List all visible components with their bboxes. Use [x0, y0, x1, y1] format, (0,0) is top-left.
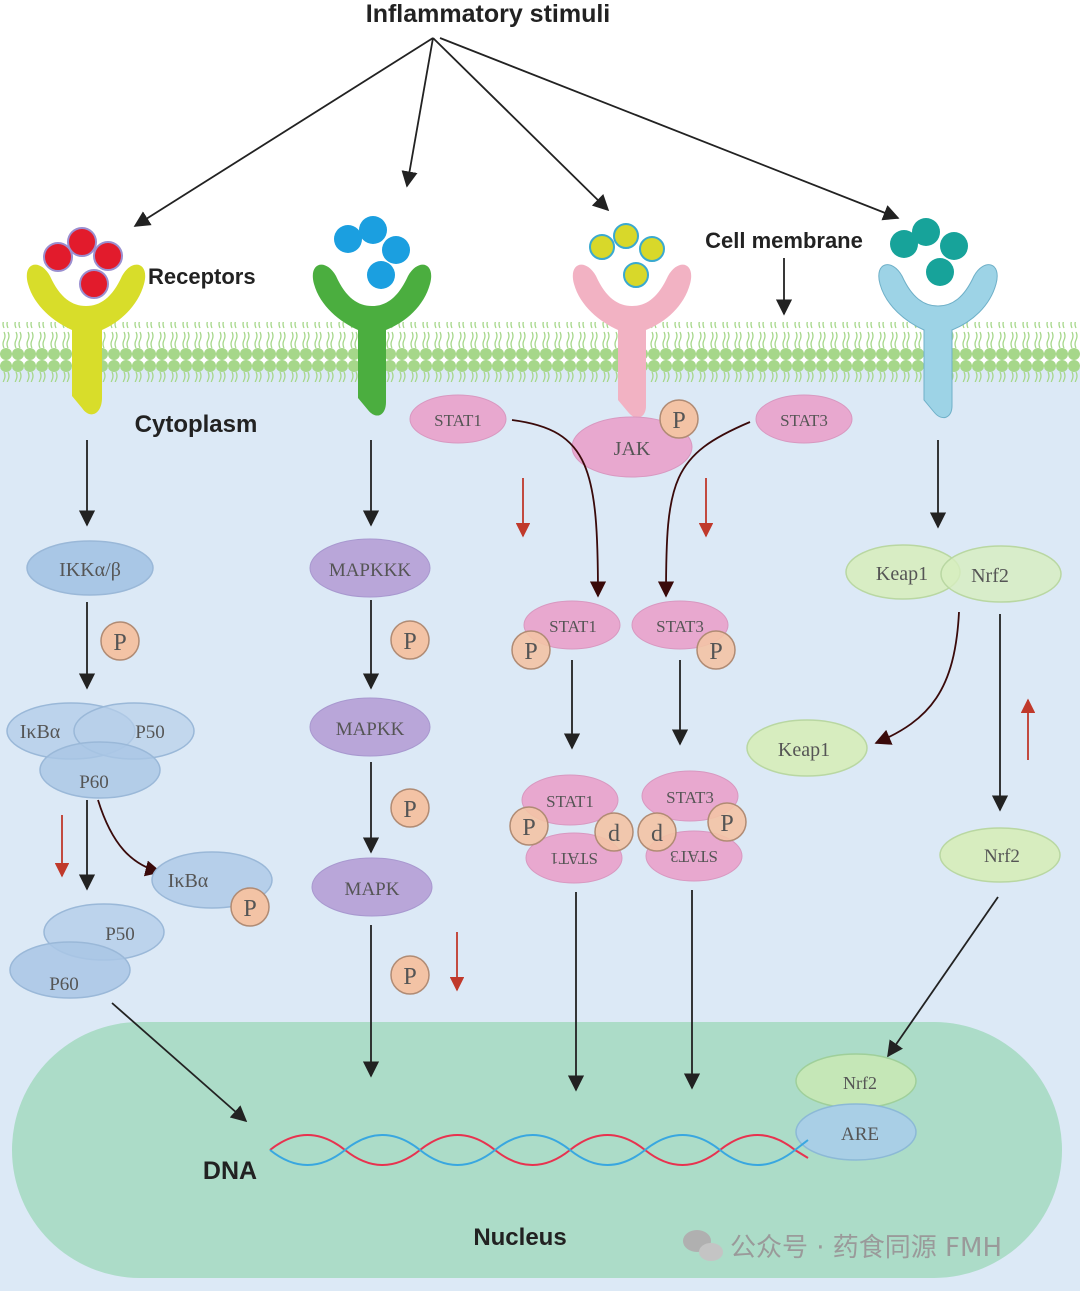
stat3-inactive	[755, 394, 853, 444]
keap1-nrf2-complex: Keap1 Nrf2	[845, 544, 1062, 603]
svg-text:P: P	[709, 639, 722, 665]
svg-text:Nrf2: Nrf2	[984, 846, 1020, 867]
nfkb-inhibitor-complex: IκBα P50 P60	[6, 702, 195, 799]
receptor-4	[878, 218, 998, 419]
title: Inflammatory stimuli	[366, 0, 611, 28]
stat1-dimer: STAT1 STAT1 P d	[509, 774, 634, 884]
svg-text:d: d	[651, 821, 663, 847]
receptor-1	[26, 227, 146, 415]
free-ikba: IκBα P	[151, 851, 273, 927]
nfkb-dimer: P50 P60	[9, 903, 165, 999]
wechat-icon	[683, 1230, 723, 1261]
svg-text:STAT1: STAT1	[434, 411, 482, 430]
watermark: 公众号 · 药食同源 FMH	[683, 1230, 1002, 1263]
svg-text:P: P	[524, 639, 537, 665]
receptor-3	[572, 223, 692, 418]
svg-text:P60: P60	[49, 974, 79, 995]
svg-text:IκBα: IκBα	[20, 721, 61, 743]
cell-membrane-label: Cell membrane	[705, 228, 863, 253]
svg-text:JAK: JAK	[614, 438, 651, 460]
svg-text:P: P	[403, 797, 416, 823]
svg-text:Keap1: Keap1	[778, 739, 830, 761]
mapkkk	[309, 538, 431, 598]
svg-text:P50: P50	[135, 722, 165, 743]
svg-text:P50: P50	[105, 924, 135, 945]
svg-text:ARE: ARE	[841, 1124, 879, 1145]
svg-text:d: d	[608, 821, 620, 847]
dna-helix	[269, 1134, 809, 1166]
svg-text:P: P	[522, 815, 535, 841]
svg-text:MAPK: MAPK	[345, 879, 400, 900]
nucleus-label: Nucleus	[473, 1224, 566, 1251]
stat3-phosphorylated: STAT3 P	[631, 600, 736, 670]
receptors-label: Receptors	[148, 264, 256, 289]
dna-label: DNA	[203, 1157, 257, 1185]
cell-membrane	[0, 322, 1080, 382]
jak	[571, 416, 693, 478]
receptor-2	[312, 216, 432, 416]
svg-text:STAT1: STAT1	[550, 849, 598, 868]
mapkk	[309, 697, 431, 757]
svg-text:MAPKKK: MAPKKK	[329, 560, 412, 581]
nrf2-free	[939, 827, 1061, 883]
stat3-dimer: STAT3 STAT3 d P	[637, 770, 747, 882]
svg-text:STAT3: STAT3	[666, 788, 714, 807]
svg-text:STAT3: STAT3	[656, 617, 704, 636]
svg-text:STAT3: STAT3	[670, 847, 718, 866]
phospho-1	[100, 621, 140, 661]
svg-text:P: P	[403, 629, 416, 655]
svg-text:P60: P60	[79, 772, 109, 793]
svg-text:MAPKK: MAPKK	[336, 719, 405, 740]
svg-text:P: P	[113, 630, 126, 656]
are-element	[795, 1103, 917, 1161]
mapk	[311, 857, 433, 917]
stat1-phosphorylated: STAT1 P	[511, 600, 621, 670]
stat1-inactive	[409, 394, 507, 444]
svg-text:P: P	[672, 408, 685, 434]
svg-text:P: P	[720, 811, 733, 837]
svg-text:IKKα/β: IKKα/β	[59, 559, 121, 581]
svg-text:公众号 · 药食同源 FMH: 公众号 · 药食同源 FMH	[730, 1233, 1002, 1263]
cytoplasm-label: Cytoplasm	[135, 411, 258, 438]
keap1-free	[746, 719, 868, 777]
svg-text:Nrf2: Nrf2	[971, 565, 1009, 587]
svg-text:P: P	[243, 896, 256, 922]
svg-text:STAT1: STAT1	[546, 792, 594, 811]
stimulus-arrows	[133, 37, 900, 227]
svg-text:STAT3: STAT3	[780, 411, 828, 430]
svg-text:STAT1: STAT1	[549, 617, 597, 636]
svg-text:IκBα: IκBα	[168, 870, 209, 892]
svg-text:P: P	[403, 964, 416, 990]
ikk-complex	[26, 540, 154, 596]
svg-text:Nrf2: Nrf2	[843, 1073, 877, 1093]
svg-text:Keap1: Keap1	[876, 563, 928, 585]
